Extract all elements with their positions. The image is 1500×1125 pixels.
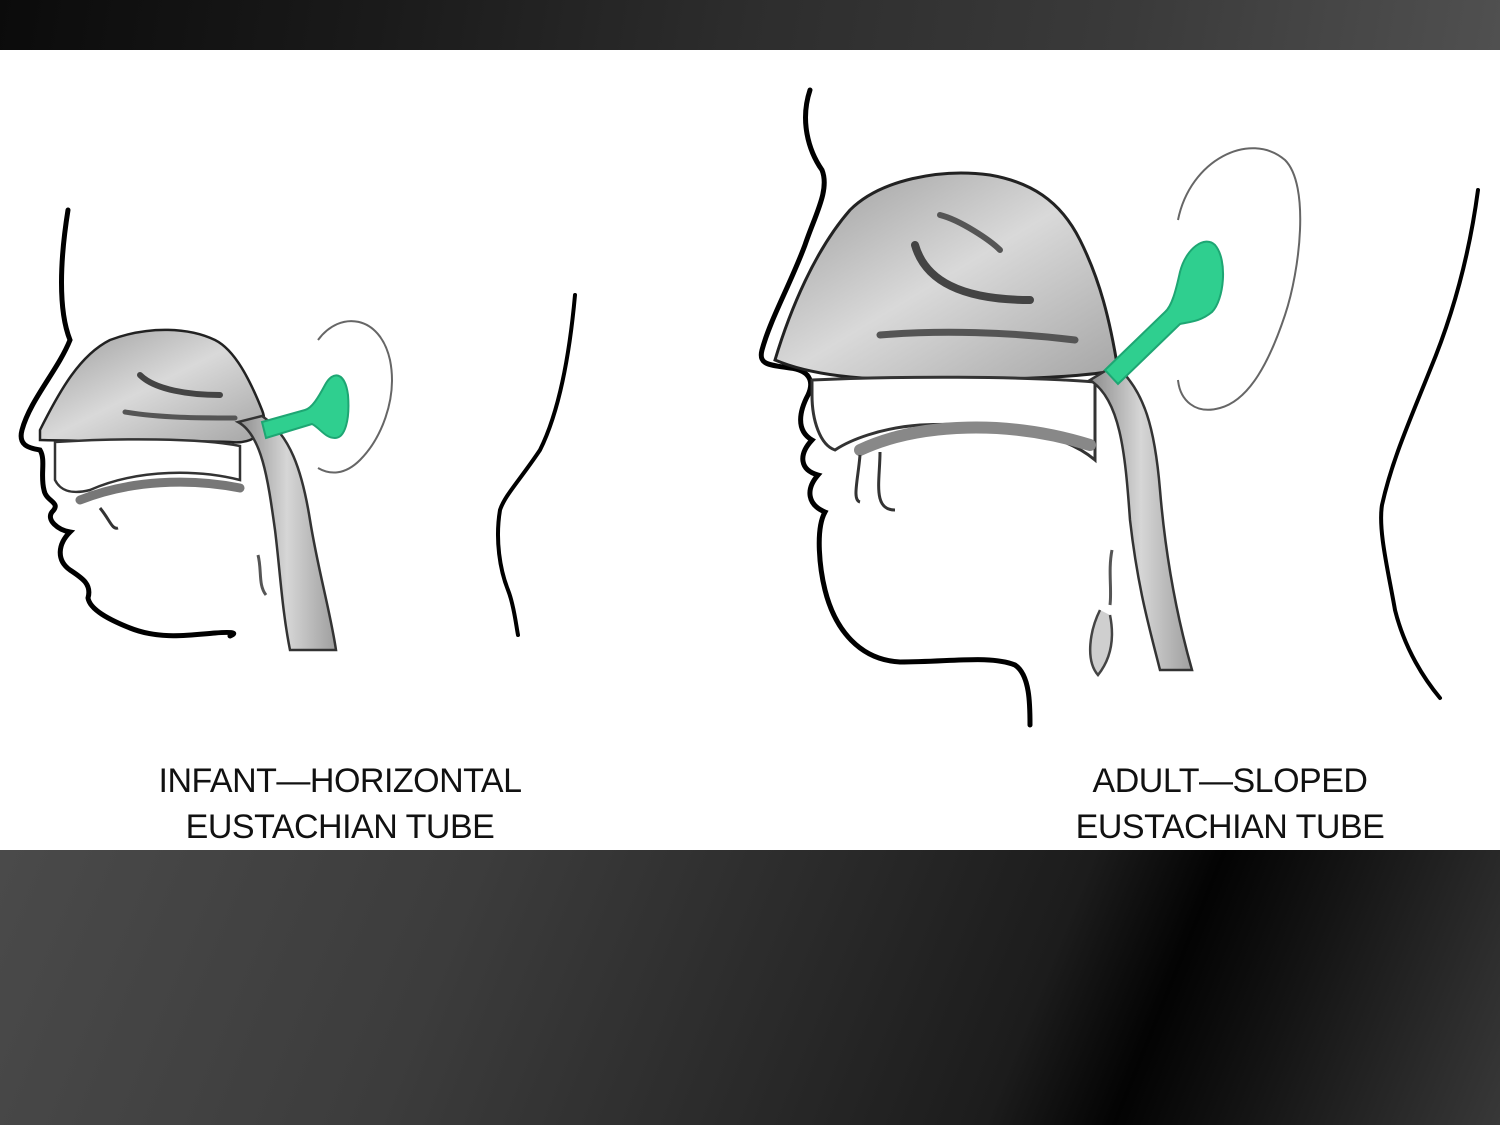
adult-nasal-cavity [773, 171, 1120, 382]
infant-head-diagram [18, 207, 577, 652]
diagram-panel: INFANT—HORIZONTAL EUSTACHIAN TUBE ADULT—… [0, 50, 1500, 850]
infant-face-profile [18, 207, 237, 639]
adult-caption-line2: EUSTACHIAN TUBE [1075, 808, 1385, 846]
infant-caption-line2: EUSTACHIAN TUBE [185, 808, 495, 846]
adult-caption: ADULT—SLOPED EUSTACHIAN TUBE [1030, 758, 1430, 850]
adult-ear-outline [1177, 147, 1302, 411]
eustachian-comparison-figure [18, 87, 1480, 728]
adult-pharynx [1087, 363, 1194, 672]
adult-caption-line1: ADULT—SLOPED [1092, 762, 1368, 800]
infant-caption-line1: INFANT—HORIZONTAL [158, 762, 523, 800]
adult-eustachian-tube [1103, 240, 1225, 386]
infant-back-of-head [496, 293, 577, 637]
infant-ear-outline [317, 320, 393, 474]
adult-palate [810, 375, 1097, 464]
adult-head-diagram [758, 87, 1480, 728]
bottom-decor-band [0, 850, 1500, 1125]
infant-caption: INFANT—HORIZONTAL EUSTACHIAN TUBE [120, 758, 560, 850]
adult-back-of-head [1379, 188, 1480, 700]
infant-pharynx [234, 414, 338, 652]
infant-eustachian-tube [260, 374, 350, 440]
top-decor-band [0, 0, 1500, 50]
adult-face-profile [758, 87, 1033, 728]
infant-palate [53, 438, 242, 494]
